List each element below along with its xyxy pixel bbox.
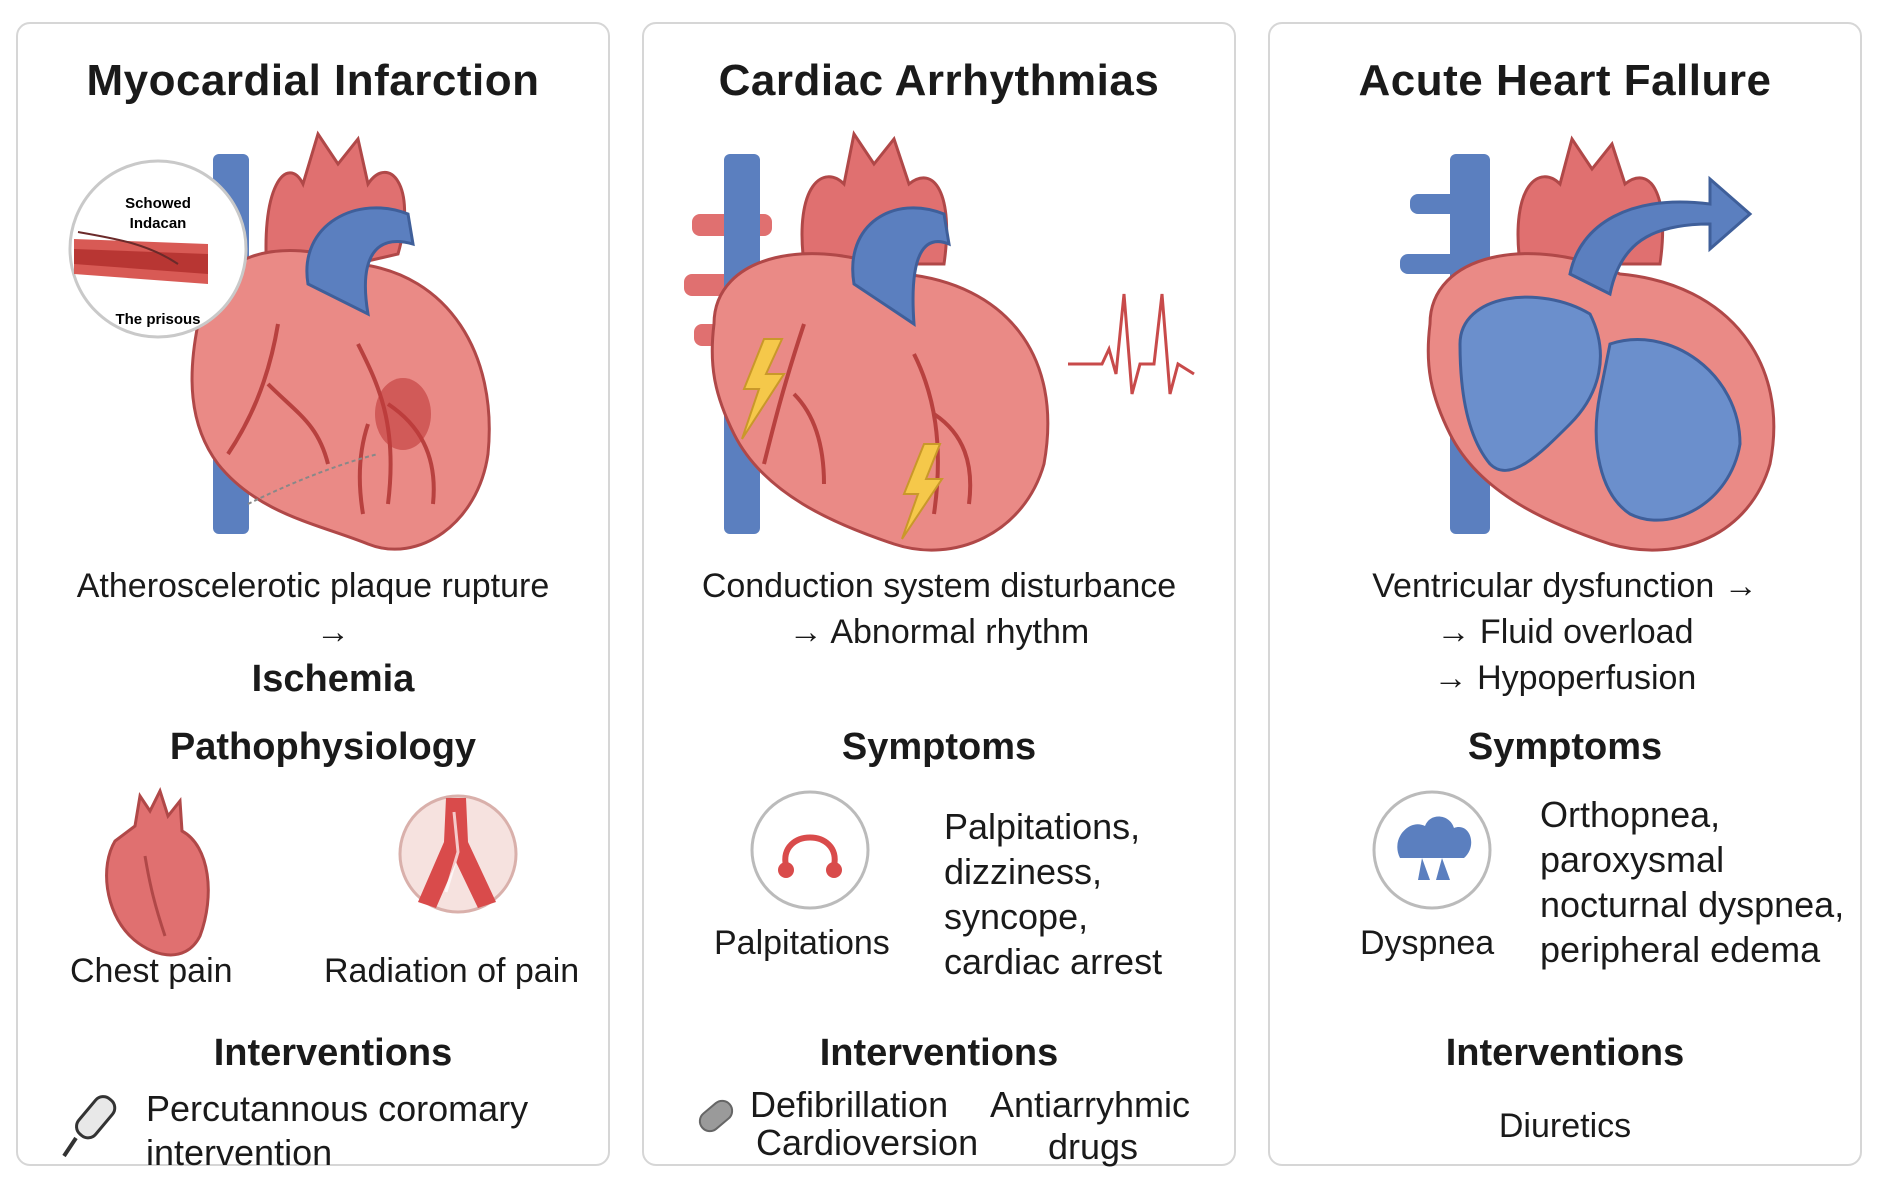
section-heading: Symptoms bbox=[841, 726, 1037, 768]
intervention-line: drugs bbox=[1048, 1126, 1139, 1167]
palpitations-icon bbox=[750, 790, 870, 910]
interventions-heading: Interventions bbox=[819, 1032, 1059, 1074]
panel-myocardial-infarction: Myocardial Infarction Schowed Indacan Th… bbox=[16, 22, 610, 1173]
symptom-label: Radiation of pain bbox=[324, 952, 580, 990]
symptom-label: Palpitations bbox=[714, 924, 890, 962]
symptom-label: Chest pain bbox=[70, 952, 233, 990]
interventions-heading: Interventions bbox=[1445, 1032, 1685, 1074]
mechanism-line: Conduction system disturbance bbox=[701, 567, 1177, 605]
inset-label: Indacan bbox=[130, 215, 187, 232]
symptom-list: Palpitations, dizziness, syncope, cardia… bbox=[944, 804, 1162, 984]
lungs-icon bbox=[1372, 790, 1492, 910]
mechanism-line: → Fluid overload bbox=[1436, 613, 1694, 651]
heart-illustration: Schowed Indacan The prisous bbox=[68, 130, 491, 551]
symptom-item: Orthopnea, bbox=[1540, 794, 1721, 835]
panel-acute-heart-failure: Acute Heart Fallure Ventricular dysfunct… bbox=[1268, 22, 1862, 1166]
symptom-item: Palpitations, bbox=[944, 806, 1141, 847]
intervention-line: Cardioversion bbox=[756, 1122, 979, 1163]
panel-title: Acute Heart Fallure bbox=[1358, 56, 1772, 105]
symptom-item: cardiac arrest bbox=[944, 941, 1163, 982]
intervention-line: intervention bbox=[146, 1132, 333, 1173]
symptom-list: Orthopnea, paroxysmal nocturnal dyspnea,… bbox=[1540, 792, 1844, 972]
symptom-item: dizziness, bbox=[944, 851, 1103, 892]
symptom-item: peripheral edema bbox=[1540, 929, 1821, 970]
mechanism-line: Atheroscelerotic plaque rupture bbox=[76, 567, 550, 605]
intervention-line: Diuretics bbox=[1498, 1107, 1632, 1145]
interventions-heading: Interventions bbox=[213, 1032, 453, 1074]
panel-title: Myocardial Infarction bbox=[86, 56, 540, 105]
intervention-line: Antiarryhmic bbox=[990, 1084, 1191, 1125]
mechanism-line: → Hypoperfusion bbox=[1433, 659, 1697, 697]
intervention-line: Defibrillation bbox=[750, 1084, 949, 1125]
section-heading: Symptoms bbox=[1467, 726, 1663, 768]
inset-label: Schowed bbox=[125, 195, 191, 212]
mechanism-line: → Abnormal rhythm bbox=[788, 613, 1090, 651]
symptom-item: paroxysmal bbox=[1540, 839, 1725, 880]
heart-illustration bbox=[684, 130, 1195, 552]
catheter-icon bbox=[62, 1095, 117, 1158]
mechanism-line: Ventricular dysfunction → bbox=[1372, 567, 1758, 605]
heart-icon bbox=[105, 787, 210, 957]
intervention-line: Percutannous coromary bbox=[146, 1088, 529, 1129]
panel-title: Cardiac Arrhythmias bbox=[718, 56, 1160, 105]
pill-icon bbox=[698, 1099, 734, 1133]
mechanism-arrow: → bbox=[316, 613, 350, 651]
inset-label: The prisous bbox=[115, 311, 200, 328]
artery-icon bbox=[398, 794, 518, 914]
panel-cardiac-arrhythmias: Cardiac Arrhythmias Conduction system di… bbox=[642, 22, 1236, 1166]
heart-illustration bbox=[1400, 135, 1776, 552]
symptom-label: Dyspnea bbox=[1360, 924, 1495, 962]
section-heading: Pathophysiology bbox=[169, 726, 477, 768]
symptom-item: nocturnal dyspnea, bbox=[1540, 884, 1845, 925]
symptom-item: syncope, bbox=[944, 896, 1089, 937]
mechanism-result: Ischemia bbox=[251, 658, 415, 700]
